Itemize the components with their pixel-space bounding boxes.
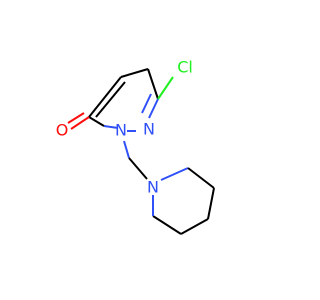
bond-c1p-c2p (187, 167, 215, 189)
bond-c1-o-double (67, 112, 85, 124)
bond-n2-ch2 (123, 140, 130, 159)
bond-c1-o (70, 116, 90, 130)
ring-nitrogen-1-label: N (143, 120, 155, 139)
ring-nitrogen-2-label: N (115, 121, 127, 140)
bond-n2-c1 (103, 125, 119, 129)
carbonyl-oxygen-label: O (56, 121, 69, 140)
bond-c3a-c4-inner (95, 81, 126, 118)
bond-c6-n1-double (141, 93, 152, 114)
bond-c6-n1 (148, 98, 159, 119)
piperidine-nitrogen-label: N (147, 178, 159, 197)
bond-c4-c5 (120, 68, 149, 78)
molecule-diagram: Cl N N O N (56, 58, 215, 235)
bond-c3a-c4 (88, 76, 122, 118)
bond-c1-c3a (88, 116, 105, 127)
bond-c6-cl (157, 76, 174, 100)
bond-c4p-c5p (152, 215, 182, 235)
bond-c2p-c3p (207, 187, 215, 220)
molecule-structure: Cl N N O N (56, 58, 215, 235)
bond-c5-c6 (147, 68, 159, 100)
chlorine-atom-label: Cl (177, 58, 193, 77)
bond-ch2-n3 (128, 157, 148, 180)
bond-c3p-c4p (180, 218, 209, 235)
bond-n3-c1p (160, 167, 189, 181)
